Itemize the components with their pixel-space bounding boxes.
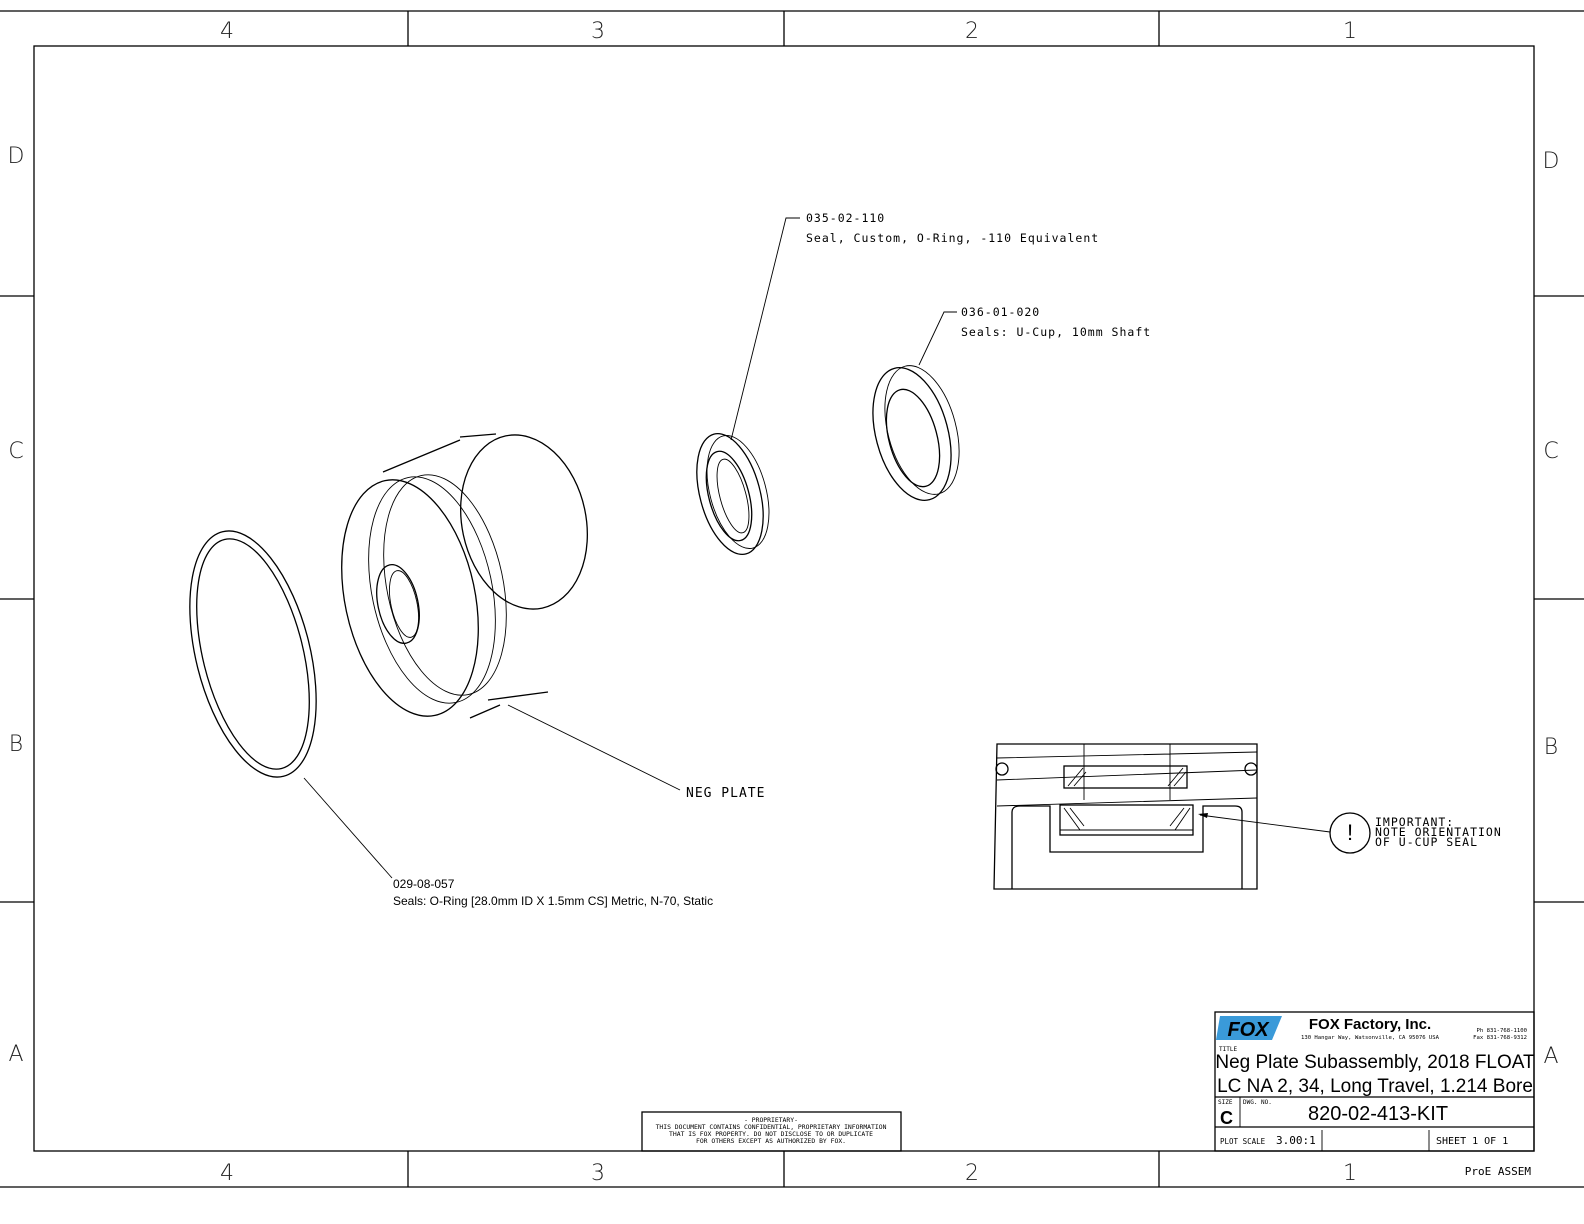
important-line3: OF U-CUP SEAL <box>1375 835 1478 849</box>
zone-labels: 4 3 2 1 4 3 2 1 D C B A D C B A <box>8 19 1560 1186</box>
plot-scale-value: 3.00:1 <box>1276 1134 1316 1147</box>
logo-text: FOX <box>1227 1019 1270 1041</box>
callout-seal-110: 035-02-110 Seal, Custom, O-Ring, -110 Eq… <box>730 211 1099 441</box>
proprietary-line3: THAT IS FOX PROPERTY. DO NOT DISCLOSE TO… <box>669 1130 873 1138</box>
company-fax: Fax 831-768-9312 <box>1473 1035 1527 1041</box>
zone-col-1-top: 1 <box>1343 19 1357 44</box>
fox-logo: FOX <box>1216 1016 1282 1041</box>
zone-row-c-left: C <box>8 439 23 464</box>
important-note: ! IMPORTANT: NOTE ORIENTATION OF U-CUP S… <box>1329 812 1502 854</box>
oring-desc: Seals: O-Ring [28.0mm ID X 1.5mm CS] Met… <box>393 894 713 908</box>
inner-border <box>33 45 1535 1152</box>
seal-110-part-no: 035-02-110 <box>806 211 885 225</box>
callout-oring: 029-08-057 Seals: O-Ring [28.0mm ID X 1.… <box>303 777 713 908</box>
dwg-label: DWG. NO. <box>1243 1099 1272 1106</box>
zone-col-4-top: 4 <box>220 19 234 44</box>
zone-row-b-left: B <box>9 732 23 757</box>
title-block: FOX FOX Factory, Inc. 130 Hangar Way, Wa… <box>1214 1011 1535 1178</box>
zone-dividers <box>0 11 1584 1187</box>
title-line1: Neg Plate Subassembly, 2018 FLOAT <box>1215 1052 1535 1073</box>
company-address: 130 Hangar Way, Watsonville, CA 95076 US… <box>1301 1035 1440 1041</box>
zone-col-4-bottom: 4 <box>220 1161 234 1186</box>
zone-col-2-top: 2 <box>965 19 979 44</box>
ucup-part-no: 036-01-020 <box>961 305 1040 319</box>
oring-part <box>189 530 317 778</box>
seal-110-part <box>696 432 770 556</box>
plot-scale-label: PLOT SCALE <box>1220 1137 1266 1146</box>
section-view <box>993 743 1331 890</box>
ucup-seal-part <box>872 365 960 501</box>
zone-col-3-bottom: 3 <box>591 1161 605 1186</box>
proprietary-line1: - PROPRIETARY- <box>744 1116 798 1124</box>
size-label: SIZE <box>1218 1099 1233 1106</box>
zone-row-b-right: B <box>1544 735 1558 760</box>
proe-assem-label: ProE ASSEM <box>1465 1165 1532 1178</box>
warning-symbol: ! <box>1347 820 1353 845</box>
neg-plate-label: NEG PLATE <box>686 786 765 801</box>
zone-row-a-right: A <box>1543 1044 1558 1069</box>
title-label: TITLE <box>1219 1046 1237 1053</box>
company-phone: Ph 831-768-1100 <box>1476 1028 1527 1034</box>
oring-part-no: 029-08-057 <box>393 877 455 891</box>
neg-plate-part <box>341 433 588 719</box>
proprietary-notice: - PROPRIETARY- THIS DOCUMENT CONTAINS CO… <box>641 1111 902 1152</box>
sheet-number: SHEET 1 OF 1 <box>1436 1136 1508 1147</box>
company-name: FOX Factory, Inc. <box>1309 1016 1431 1033</box>
zone-row-d-right: D <box>1543 149 1560 174</box>
size-value: C <box>1220 1108 1233 1128</box>
callout-neg-plate: NEG PLATE <box>507 704 765 801</box>
zone-col-2-bottom: 2 <box>965 1161 979 1186</box>
callout-ucup: 036-01-020 Seals: U-Cup, 10mm Shaft <box>918 305 1151 366</box>
seal-110-desc: Seal, Custom, O-Ring, -110 Equivalent <box>806 231 1099 245</box>
zone-row-a-left: A <box>8 1042 23 1067</box>
zone-col-1-bottom: 1 <box>1343 1161 1357 1186</box>
proprietary-line2: THIS DOCUMENT CONTAINS CONFIDENTIAL, PRO… <box>656 1123 887 1131</box>
ucup-desc: Seals: U-Cup, 10mm Shaft <box>961 325 1151 339</box>
zone-col-3-top: 3 <box>591 19 605 44</box>
proprietary-line4: FOR OTHERS EXCEPT AS AUTHORIZED BY FOX. <box>696 1137 846 1145</box>
warning-icon <box>1329 812 1371 854</box>
title-line2: LC NA 2, 34, Long Travel, 1.214 Bore <box>1217 1076 1533 1097</box>
drawing-number: 820-02-413-KIT <box>1308 1103 1448 1125</box>
zone-row-d-left: D <box>8 144 25 169</box>
important-line1: IMPORTANT: <box>1375 815 1454 829</box>
zone-row-c-right: C <box>1543 439 1558 464</box>
important-line2: NOTE ORIENTATION <box>1375 825 1502 839</box>
